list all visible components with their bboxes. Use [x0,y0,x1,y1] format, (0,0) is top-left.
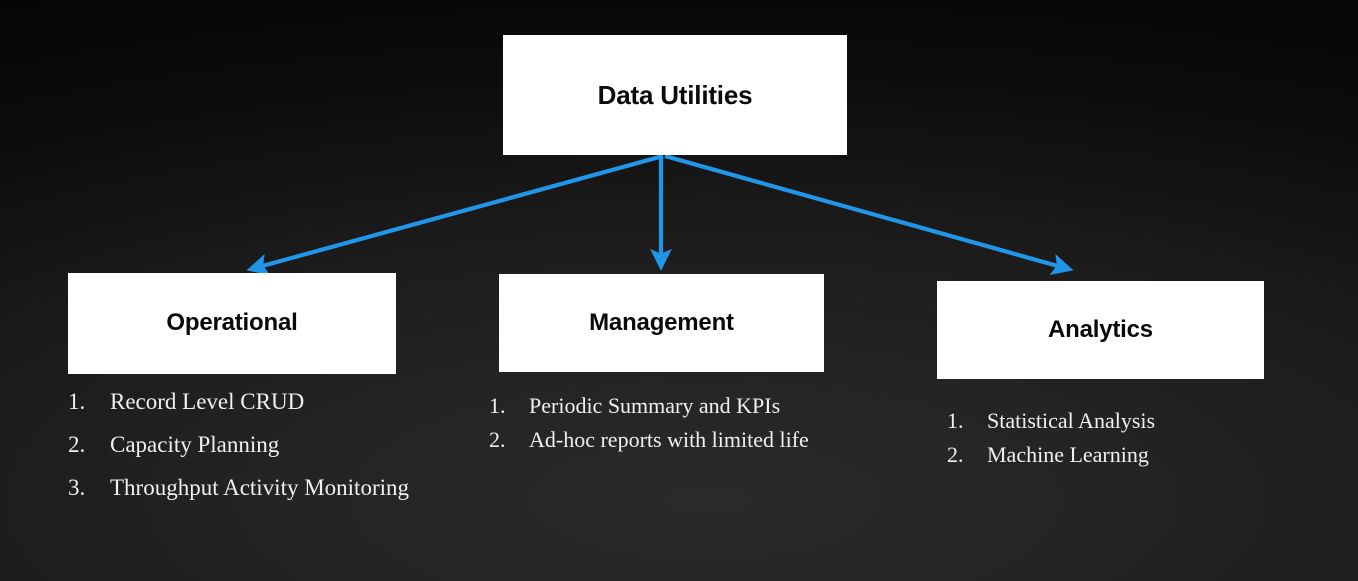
list-item-text: Periodic Summary and KPIs [529,393,781,418]
list-item-number: 1. [947,408,964,433]
node-data-utilities[interactable]: Data Utilities [503,35,847,155]
list-item-text: Capacity Planning [110,432,280,457]
list-item: 1. Record Level CRUD [68,389,409,415]
list-item: 2. Machine Learning [947,442,1155,468]
node-data-utilities-label: Data Utilities [597,79,753,110]
list-item-number: 1. [489,393,506,418]
list-item-text: Throughput Activity Monitoring [110,475,409,500]
connector-root-to-operational [246,153,664,276]
list-item-number: 2. [489,427,506,452]
list-item: 1. Periodic Summary and KPIs [489,393,809,419]
list-item-number: 2. [68,432,86,457]
list-management: 1. Periodic Summary and KPIs 2. Ad-hoc r… [489,393,809,461]
list-item: 2. Capacity Planning [68,432,409,458]
node-management[interactable]: Management [499,274,824,372]
list-item-text: Record Level CRUD [110,389,305,414]
node-operational[interactable]: Operational [68,273,396,374]
list-item-number: 1. [68,389,86,414]
list-item-number: 3. [68,475,86,500]
node-analytics[interactable]: Analytics [937,281,1264,379]
list-item: 2. Ad-hoc reports with limited life [489,427,809,453]
node-management-label: Management [589,308,734,336]
connector-root-to-analytics [664,153,1074,276]
list-item-text: Statistical Analysis [987,408,1156,433]
list-item: 3. Throughput Activity Monitoring [68,475,409,501]
list-item-text: Machine Learning [987,442,1149,467]
list-item-text: Ad-hoc reports with limited life [529,427,809,452]
node-operational-label: Operational [166,309,298,337]
list-operational: 1. Record Level CRUD 2. Capacity Plannin… [68,389,409,518]
node-analytics-label: Analytics [1048,315,1153,343]
list-analytics: 1. Statistical Analysis 2. Machine Learn… [947,408,1155,476]
list-item-number: 2. [947,442,964,467]
list-item: 1. Statistical Analysis [947,408,1155,434]
